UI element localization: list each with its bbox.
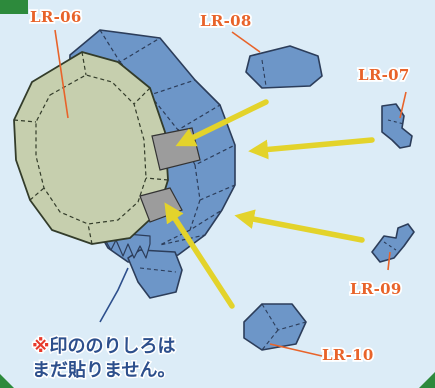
arrow-lr-10 — [164, 202, 235, 309]
part-lr-10 — [243, 303, 307, 351]
leader-lr-08 — [231, 31, 261, 53]
label-lr-06: LR-06 — [30, 8, 82, 26]
frame-corner-bottom-right — [419, 372, 435, 388]
label-lr-09: LR-09 — [350, 280, 402, 298]
note-line-2: まだ貼りません。 — [32, 359, 175, 381]
label-lr-10: LR-10 — [322, 346, 374, 364]
note-mark: ※ — [32, 336, 50, 357]
part-lr-07 — [381, 103, 413, 149]
arrow-lr-09 — [234, 209, 365, 243]
assembly-arrows — [164, 99, 375, 309]
frame-corner-bottom-left — [0, 374, 14, 388]
part-lr-08 — [245, 45, 323, 89]
frame-corner-tab — [0, 0, 28, 14]
leader-lr-06 — [54, 29, 69, 119]
leader-lr-07 — [399, 91, 407, 119]
note-line-1: ※印ののりしろは — [32, 336, 176, 357]
arrow-lr-08 — [175, 99, 269, 147]
label-lr-08: LR-08 — [200, 12, 252, 30]
leader-note — [99, 267, 129, 323]
part-lr-09 — [371, 223, 415, 263]
leader-lr-09 — [387, 251, 391, 271]
arrow-lr-07 — [248, 137, 375, 160]
note-text-1: 印ののりしろは — [50, 336, 176, 357]
label-lr-07: LR-07 — [358, 66, 410, 84]
part-lr-06 — [13, 51, 169, 245]
leader-lines — [54, 29, 407, 357]
leader-lr-10 — [269, 343, 323, 357]
